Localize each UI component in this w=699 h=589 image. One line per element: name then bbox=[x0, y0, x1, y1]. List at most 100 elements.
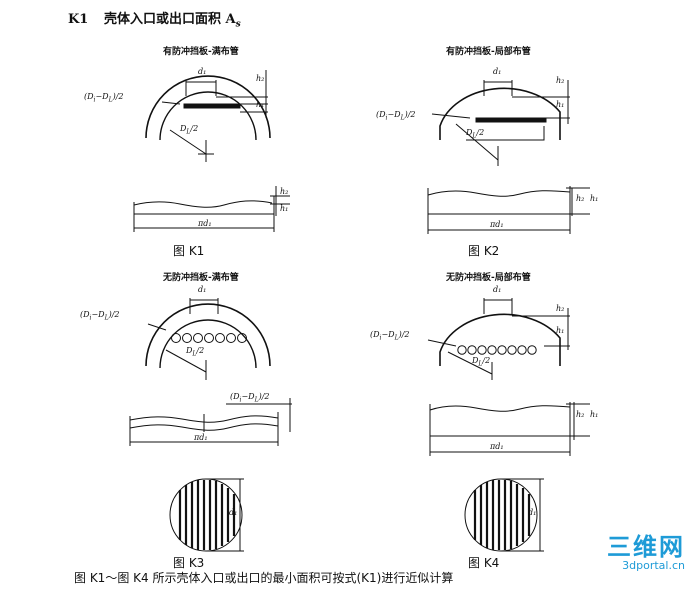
k1-gap-leader bbox=[162, 102, 180, 104]
gap-sub: L bbox=[400, 114, 405, 122]
k1-developed-view bbox=[134, 186, 290, 232]
k3-label-d1-vert: d₁ bbox=[229, 508, 238, 517]
k2-gap-leader bbox=[432, 114, 470, 118]
k4-label-dl: DL/2 bbox=[472, 356, 490, 368]
dl-text: D bbox=[472, 356, 479, 365]
k2-label-pid1: πd₁ bbox=[490, 220, 504, 229]
dl-text: /2 bbox=[476, 128, 485, 137]
k2-wave-top bbox=[428, 191, 570, 197]
gap-text: (D bbox=[376, 110, 386, 119]
k3-label-dl: DL/2 bbox=[186, 346, 204, 358]
k4-label-gap: (Di−DL)/2 bbox=[370, 330, 409, 342]
gap-sub: i bbox=[379, 334, 382, 342]
k2-developed-view bbox=[428, 186, 590, 234]
k4-d1-dim-vert bbox=[501, 479, 544, 551]
k4-tube bbox=[528, 346, 536, 354]
section-code: K1 bbox=[68, 12, 89, 27]
gap-text: (D bbox=[84, 92, 94, 101]
k4-gap-leader bbox=[428, 340, 456, 346]
figure-k4-caption: 图 K4 bbox=[468, 556, 500, 570]
k3-tube bbox=[238, 334, 247, 343]
figure-k1-title: 有防冲挡板-满布管 bbox=[163, 47, 239, 57]
k2-impingement-plate bbox=[476, 118, 546, 122]
gap-text: −D bbox=[91, 310, 105, 319]
gap-text: (D bbox=[80, 310, 90, 319]
k4-tube bbox=[458, 346, 466, 354]
k4-dev-label-h1: h₁ bbox=[590, 410, 599, 419]
k3-developed-view bbox=[130, 398, 292, 446]
k4-label-pid1: πd₁ bbox=[490, 442, 504, 451]
gap-text: (D bbox=[230, 392, 240, 401]
k3-gap-dim bbox=[226, 398, 292, 432]
k3-label-pid1: πd₁ bbox=[194, 433, 208, 442]
k4-label-d1-vert: d₁ bbox=[528, 508, 537, 517]
k1-label-gap: (Di−DL)/2 bbox=[84, 92, 123, 104]
gap-sub: i bbox=[385, 114, 388, 122]
gap-text: )/2 bbox=[404, 110, 416, 119]
k3-d1-dim-vert bbox=[206, 479, 244, 551]
dl-sub: L bbox=[186, 128, 191, 136]
k1-dl-leader bbox=[170, 130, 206, 154]
k3-shell-inner-arc bbox=[160, 320, 256, 368]
dl-text: /2 bbox=[482, 356, 491, 365]
figure-k3-caption: 图 K3 bbox=[173, 556, 205, 570]
k1-label-pid1: πd₁ bbox=[198, 219, 212, 228]
figure-k2-caption: 图 K2 bbox=[468, 244, 500, 258]
k4-tube bbox=[478, 346, 486, 354]
k2-label-dl: DL/2 bbox=[466, 128, 484, 140]
watermark-url: 3dportal.cn bbox=[622, 559, 685, 572]
gap-sub: i bbox=[93, 96, 96, 104]
k3-tube-sheet-view bbox=[170, 479, 244, 551]
k2-inner-arc bbox=[466, 126, 544, 140]
k1-label-h1: h₁ bbox=[256, 100, 265, 109]
dl-sub: L bbox=[192, 350, 197, 358]
k2-shell-dome bbox=[440, 88, 560, 140]
k3-tube bbox=[194, 334, 203, 343]
k1-wave-top bbox=[134, 201, 272, 207]
k4-tube-row bbox=[458, 346, 536, 354]
k3-dl-leader bbox=[166, 350, 206, 372]
gap-text: −D bbox=[241, 392, 255, 401]
gap-text: )/2 bbox=[108, 310, 120, 319]
dl-text: /2 bbox=[190, 124, 199, 133]
dl-sub: L bbox=[472, 132, 477, 140]
k1-dev-label-h2: h₂ bbox=[280, 187, 289, 196]
k3-tube-lanes bbox=[180, 480, 234, 550]
k1-shell-inner-arc bbox=[160, 92, 256, 140]
k1-shell-outer-arc bbox=[146, 76, 270, 138]
k3-tube bbox=[205, 334, 214, 343]
gap-sub: i bbox=[89, 314, 92, 322]
k1-dev-label-h1: h₁ bbox=[280, 204, 289, 213]
k4-shell-dome bbox=[440, 314, 560, 366]
k3-label-d1: d₁ bbox=[198, 285, 207, 294]
k4-dl-leader bbox=[448, 352, 492, 374]
gap-sub: i bbox=[239, 396, 242, 404]
k4-label-h1: h₁ bbox=[556, 326, 565, 335]
gap-sub: L bbox=[394, 334, 399, 342]
k4-tube bbox=[518, 346, 526, 354]
k3-shell-outer-arc bbox=[146, 304, 270, 366]
dl-sub: L bbox=[478, 360, 483, 368]
k2-label-d1: d₁ bbox=[493, 67, 502, 76]
k1-h-dim-dev bbox=[270, 186, 290, 216]
k3-wave-top bbox=[130, 416, 278, 422]
k4-label-h2: h₂ bbox=[556, 304, 565, 313]
k4-tube-sheet-view bbox=[465, 479, 544, 551]
k3-tube-row bbox=[172, 334, 247, 343]
k4-dev-label-h2: h₂ bbox=[576, 410, 585, 419]
watermark-logo-text: 三维网 bbox=[607, 533, 685, 561]
k2-label-gap: (Di−DL)/2 bbox=[376, 110, 415, 122]
k1-label-d1: d₁ bbox=[198, 67, 207, 76]
k2-h-dim-dev bbox=[566, 188, 590, 216]
figure-k4-title: 无防冲挡板-局部布管 bbox=[446, 273, 531, 283]
dl-text: D bbox=[180, 124, 187, 133]
k3-wave-bottom bbox=[130, 424, 278, 430]
k4-shell-section bbox=[428, 298, 570, 380]
gap-sub: L bbox=[108, 96, 113, 104]
gap-text: )/2 bbox=[258, 392, 270, 401]
gap-text: −D bbox=[95, 92, 109, 101]
k2-dev-label-h1: h₁ bbox=[590, 194, 599, 203]
k3-label-gap-dev: (Di−DL)/2 bbox=[230, 392, 269, 404]
k2-dl-leader bbox=[456, 124, 498, 160]
k4-tube bbox=[508, 346, 516, 354]
